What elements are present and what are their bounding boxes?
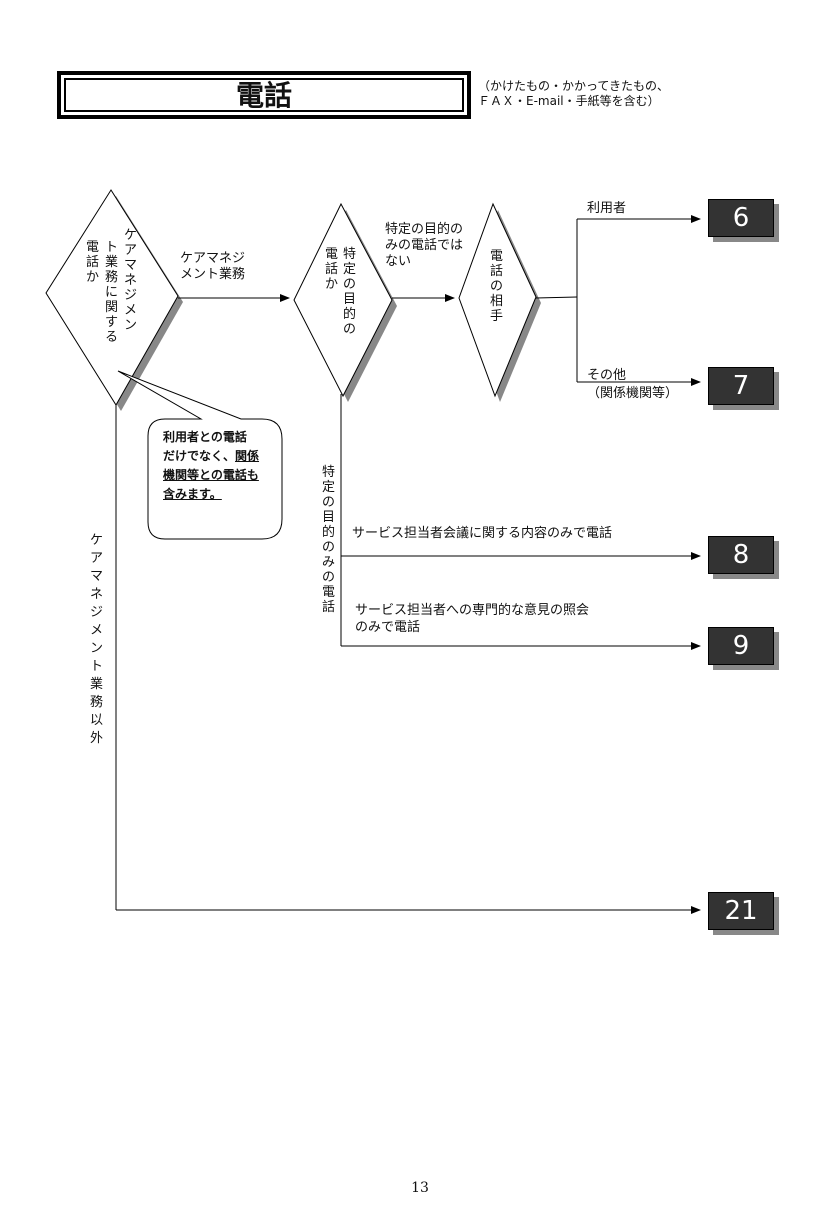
label-d3-other-line1: その他	[587, 368, 627, 383]
outcome-box-7: 7	[708, 367, 774, 405]
outcome-box-21: 21	[708, 892, 774, 930]
label-d3-other-line2: （関係機関等）	[587, 386, 679, 401]
title-note-line2: ＦＡＸ・E-mail・手紙等を含む）	[478, 94, 660, 108]
d1-text-col1: ケアマネジメン	[123, 228, 137, 333]
callout-line4: 含みます。	[163, 487, 222, 501]
label-d2-no-line2: みの電話では	[385, 238, 464, 253]
d2-text-col1: 特定の目的の	[342, 247, 356, 337]
branch-specific-purpose	[340, 394, 701, 650]
label-inquiry-line2: のみで電話	[355, 620, 421, 635]
title-note: （かけたもの・かかってきたもの、 ＦＡＸ・E-mail・手紙等を含む）	[478, 79, 669, 109]
callout-line3: 機関等との電話も	[163, 468, 259, 482]
label-d1-yes-line1: ケアマネジ	[180, 251, 246, 266]
decision-diamond-specific-purpose	[293, 202, 397, 402]
d1-text-col2: ト業務に関する	[104, 240, 118, 345]
label-meeting: サービス担当者会議に関する内容のみで電話	[352, 526, 613, 541]
callout-line2-plain: だけでなく、	[163, 449, 236, 463]
label-inquiry-line1: サービス担当者への専門的な意見の照会	[355, 603, 590, 618]
branch-not-care-management	[115, 404, 701, 914]
label-d1-yes-line2: メント業務	[180, 267, 246, 282]
d1-text-col3: 電話か	[85, 240, 99, 285]
callout-line2-underlined: 関係	[235, 449, 260, 463]
callout-text: 利用者との電話 だけでなく、関係 機関等との電話も 含みます。	[163, 428, 279, 504]
page-number: 13	[411, 1180, 429, 1196]
callout-line2: だけでなく、関係	[163, 447, 279, 466]
outcome-box-9: 9	[708, 627, 774, 665]
label-d2-no-line1: 特定の目的の	[385, 222, 464, 237]
d3-text-col: 電話の相手	[489, 249, 503, 324]
title-box: 電話	[57, 71, 471, 119]
label-d2-yes: 特定の目的のみの電話	[321, 465, 335, 615]
page-title: 電話	[235, 79, 292, 112]
callout-line1: 利用者との電話	[163, 430, 247, 444]
label-d3-user: 利用者	[587, 201, 627, 216]
callout-bubble	[117, 370, 283, 540]
decision-diamond-call-party	[458, 202, 541, 402]
outcome-box-6: 6	[708, 199, 774, 237]
title-note-line1: （かけたもの・かかってきたもの、	[478, 79, 670, 93]
d2-text-col2: 電話か	[324, 247, 338, 292]
label-d2-no-line3: ない	[385, 254, 412, 269]
outcome-box-8: 8	[708, 536, 774, 574]
label-d1-no: ケアマネジメント業務以外	[89, 533, 103, 746]
branch-call-party	[535, 215, 701, 386]
